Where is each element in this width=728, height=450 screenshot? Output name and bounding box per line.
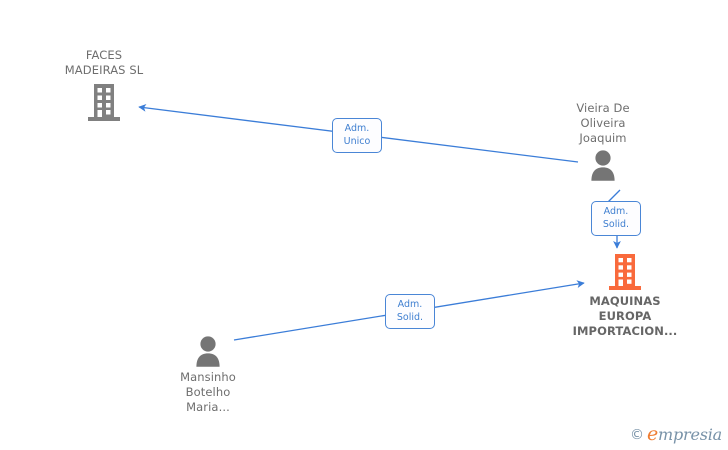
watermark-empresia: © empresia bbox=[630, 425, 722, 444]
person-icon bbox=[533, 149, 673, 182]
copyright-icon: © bbox=[629, 426, 644, 443]
watermark-brand-lead: e bbox=[646, 423, 658, 445]
node-label-vieira-de-oliveira-joaquim: Vieira De Oliveira Joaquim bbox=[576, 101, 630, 145]
node-maquinas-europa[interactable]: MAQUINAS EUROPA IMPORTACION... bbox=[555, 253, 695, 338]
building-icon bbox=[34, 82, 174, 122]
watermark-brand: empresia bbox=[647, 425, 722, 444]
node-label-maquinas-europa: MAQUINAS EUROPA IMPORTACION... bbox=[572, 294, 678, 338]
relation-badge-adm-solid-mansinho[interactable]: Adm. Solid. bbox=[385, 294, 435, 329]
relation-badge-adm-solid-vieira[interactable]: Adm. Solid. bbox=[591, 201, 641, 236]
node-faces-madeiras[interactable]: FACES MADEIRAS SL bbox=[34, 48, 174, 122]
relation-badge-adm-unico[interactable]: Adm. Unico bbox=[332, 118, 382, 153]
node-mansinho-botelho-maria[interactable]: Mansinho Botelho Maria... bbox=[138, 335, 278, 414]
node-label-mansinho-botelho-maria: Mansinho Botelho Maria... bbox=[180, 370, 236, 414]
edge-vieira-to-maquinas-upper bbox=[607, 189, 621, 203]
watermark-brand-rest: mpresia bbox=[658, 425, 722, 444]
node-vieira-de-oliveira-joaquim[interactable]: Vieira De Oliveira Joaquim bbox=[533, 101, 673, 182]
building-icon bbox=[555, 253, 695, 291]
node-label-faces-madeiras: FACES MADEIRAS SL bbox=[64, 48, 144, 77]
person-icon bbox=[138, 335, 278, 367]
